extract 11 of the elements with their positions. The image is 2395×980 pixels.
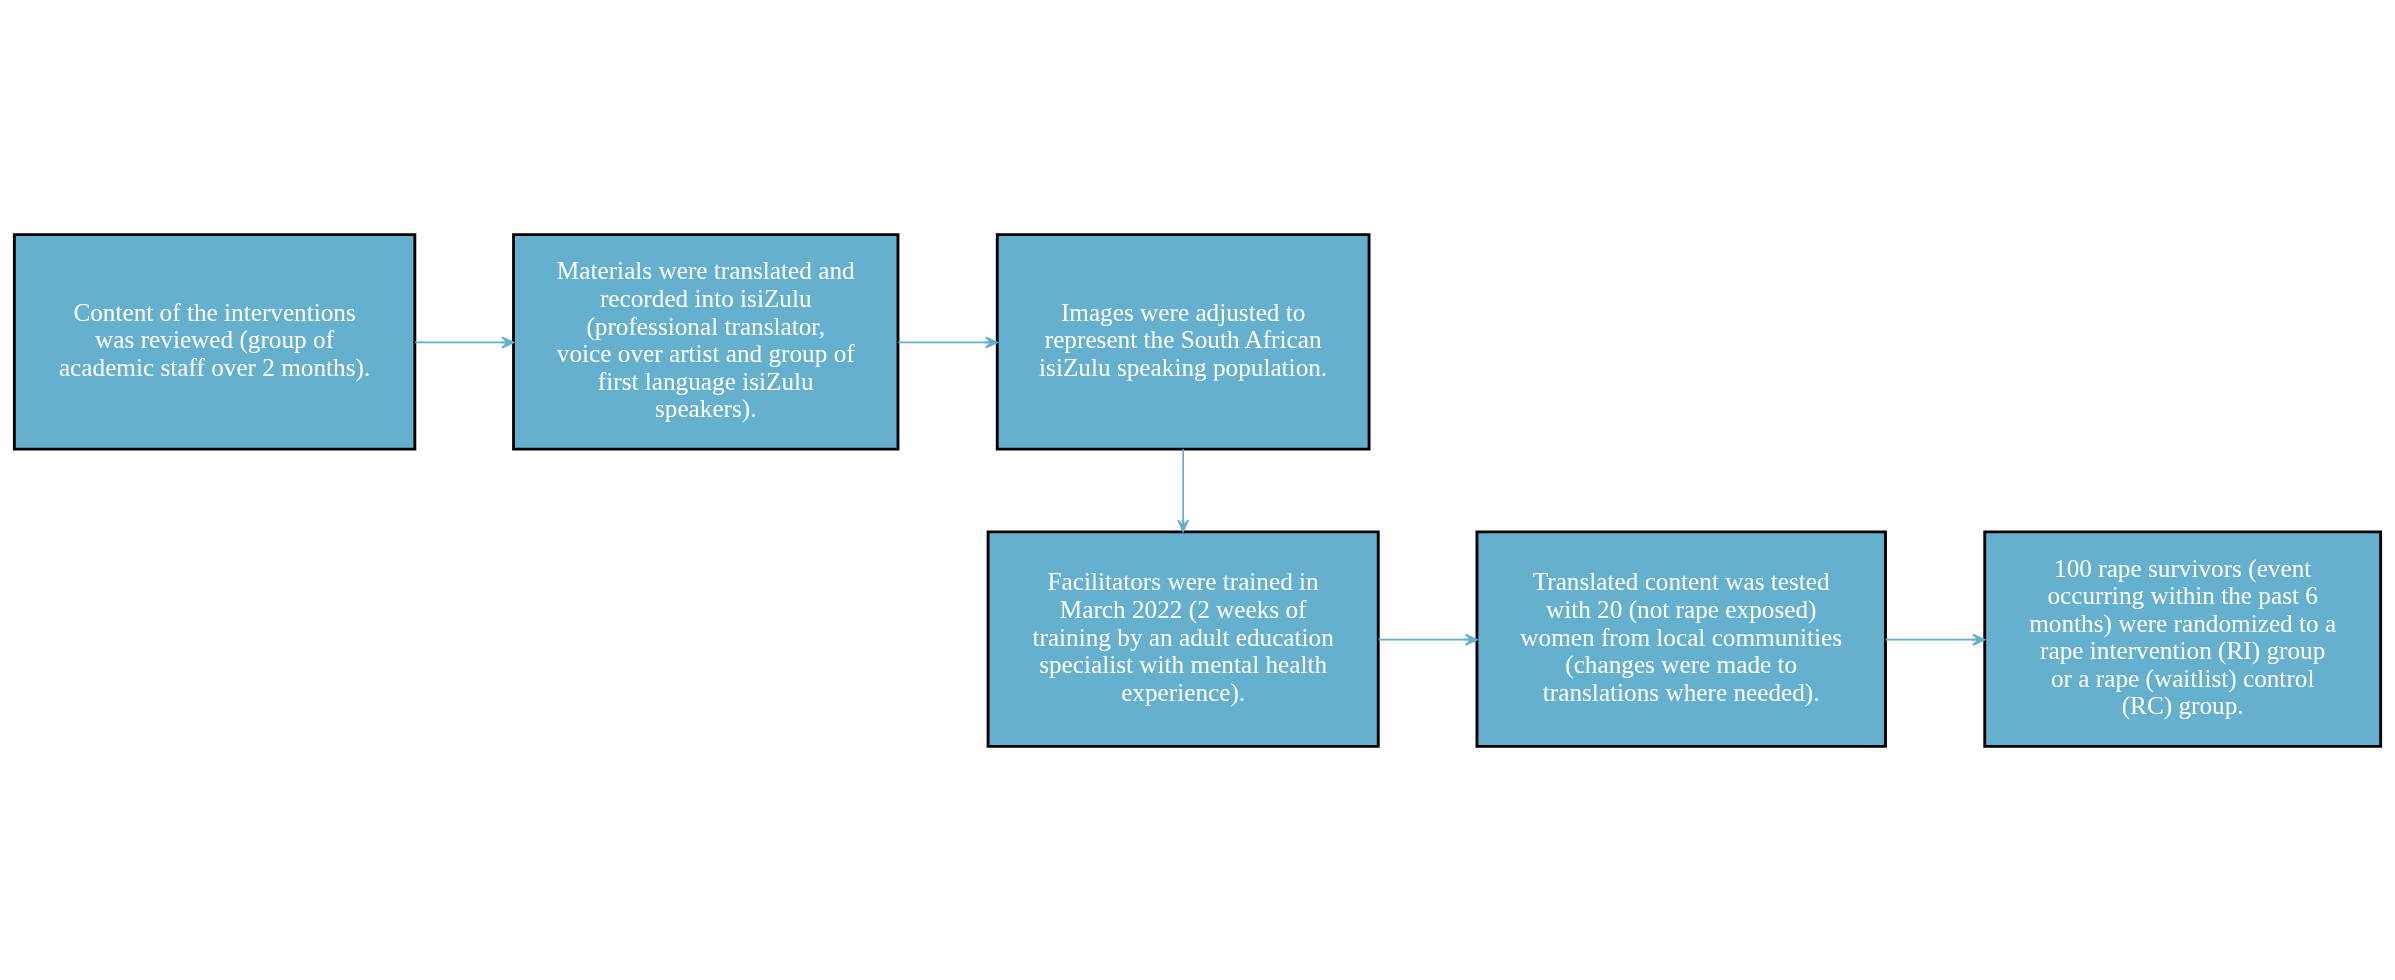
node-box: Content of the interventions was reviewed (group of academic staff over 2 months). xyxy=(12,232,417,451)
node-box: Images were adjusted to represent the South African isiZulu speaking population. xyxy=(995,232,1371,451)
node-box: Materials were translated and recorded into isiZulu (professional translator, voice over artist and group of first language isiZulu speakers). xyxy=(512,232,900,451)
arrow xyxy=(1884,633,1986,646)
arrow xyxy=(1177,447,1190,532)
arrow xyxy=(414,335,515,348)
arrow xyxy=(897,335,998,348)
node-box: 100 rape survivors (event occurring within the past 6 months) were randomized to a rape intervention (RI) group or a rape (waitlist) control (RC) group. xyxy=(1983,529,2383,748)
arrow xyxy=(1377,633,1478,646)
node-box: Translated content was tested with 20 (not rape exposed) women from local communities (changes were made to translations where needed). xyxy=(1475,529,1887,748)
node-box: Facilitators were trained in March 2022 (2 weeks of training by an adult education specialist with mental health experience). xyxy=(986,529,1380,748)
